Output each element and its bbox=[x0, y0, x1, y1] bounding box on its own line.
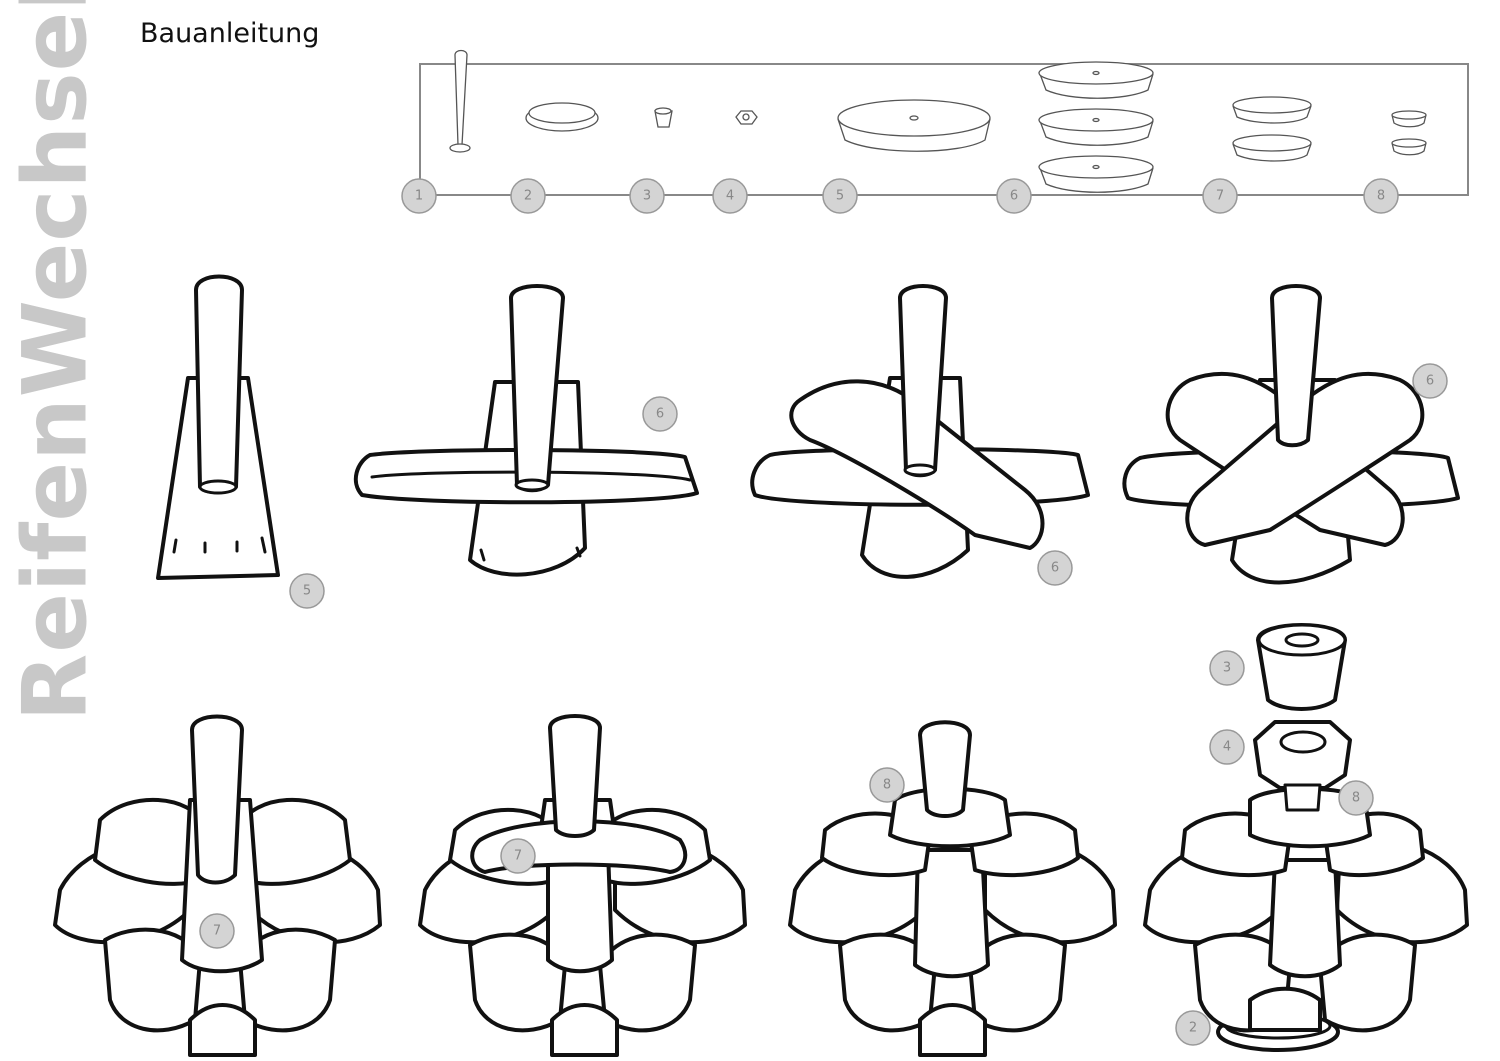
part-tiny-plates-drawing bbox=[1391, 110, 1427, 156]
part-badge-3: 3 bbox=[629, 178, 665, 214]
parts-overview-frame bbox=[419, 63, 1469, 196]
part-badge-8-label: 8 bbox=[1377, 189, 1385, 204]
step-4-badge-label: 6 bbox=[1426, 374, 1434, 389]
step-1-badge: 5 bbox=[289, 573, 325, 609]
step-4-badge: 6 bbox=[1412, 363, 1448, 399]
part-badge-8: 8 bbox=[1363, 178, 1399, 214]
step-3-badge: 6 bbox=[1037, 550, 1073, 586]
step-3-drawing bbox=[750, 284, 1090, 579]
part-small-plates-drawing bbox=[1232, 96, 1312, 162]
step-6-badge-label: 7 bbox=[514, 849, 522, 864]
part-stem-drawing bbox=[449, 49, 471, 153]
step-1-badge-label: 5 bbox=[303, 584, 311, 599]
part-badge-5-label: 5 bbox=[836, 189, 844, 204]
step-8-badge-ring: 2 bbox=[1175, 1010, 1211, 1046]
part-badge-1: 1 bbox=[401, 178, 437, 214]
step-8-badge-tiny-plate: 8 bbox=[1338, 780, 1374, 816]
step-8-drawing bbox=[1143, 623, 1469, 1052]
step-8-badge-tiny-plate-label: 8 bbox=[1352, 791, 1360, 806]
step-4-drawing bbox=[1122, 284, 1460, 585]
step-8-badge-nut: 4 bbox=[1209, 729, 1245, 765]
page-heading: Bauanleitung bbox=[140, 18, 320, 49]
step-2-badge-label: 6 bbox=[656, 407, 664, 422]
step-7-badge: 8 bbox=[869, 767, 905, 803]
part-badge-1-label: 1 bbox=[415, 189, 423, 204]
part-badge-7: 7 bbox=[1202, 178, 1238, 214]
step-7-badge-label: 8 bbox=[883, 778, 891, 793]
step-2-badge: 6 bbox=[642, 396, 678, 432]
step-2-drawing bbox=[353, 284, 699, 577]
part-badge-4-label: 4 bbox=[726, 189, 734, 204]
step-5-badge: 7 bbox=[199, 913, 235, 949]
part-badge-6: 6 bbox=[996, 178, 1032, 214]
part-badge-2-label: 2 bbox=[524, 189, 532, 204]
part-cap-drawing bbox=[654, 107, 673, 128]
part-badge-5: 5 bbox=[822, 178, 858, 214]
step-6-drawing bbox=[418, 714, 747, 1057]
step-8-badge-nut-label: 4 bbox=[1223, 740, 1231, 755]
step-7-drawing bbox=[788, 720, 1117, 1057]
step-5-badge-label: 7 bbox=[213, 924, 221, 939]
step-8-badge-cap-label: 3 bbox=[1223, 661, 1231, 676]
step-1-drawing bbox=[156, 274, 280, 580]
part-medium-plates-drawing bbox=[1038, 61, 1154, 193]
step-8-badge-ring-label: 2 bbox=[1189, 1021, 1197, 1036]
step-6-badge: 7 bbox=[500, 838, 536, 874]
part-badge-3-label: 3 bbox=[643, 189, 651, 204]
part-badge-6-label: 6 bbox=[1010, 189, 1018, 204]
step-8-badge-cap: 3 bbox=[1209, 650, 1245, 686]
step-3-badge-label: 6 bbox=[1051, 561, 1059, 576]
part-badge-7-label: 7 bbox=[1216, 189, 1224, 204]
part-badge-2: 2 bbox=[510, 178, 546, 214]
step-5-drawing bbox=[53, 714, 382, 1057]
part-nut-drawing bbox=[735, 110, 758, 125]
part-large-plate-drawing bbox=[837, 99, 991, 152]
part-ring-drawing bbox=[525, 102, 599, 132]
part-badge-4: 4 bbox=[712, 178, 748, 214]
